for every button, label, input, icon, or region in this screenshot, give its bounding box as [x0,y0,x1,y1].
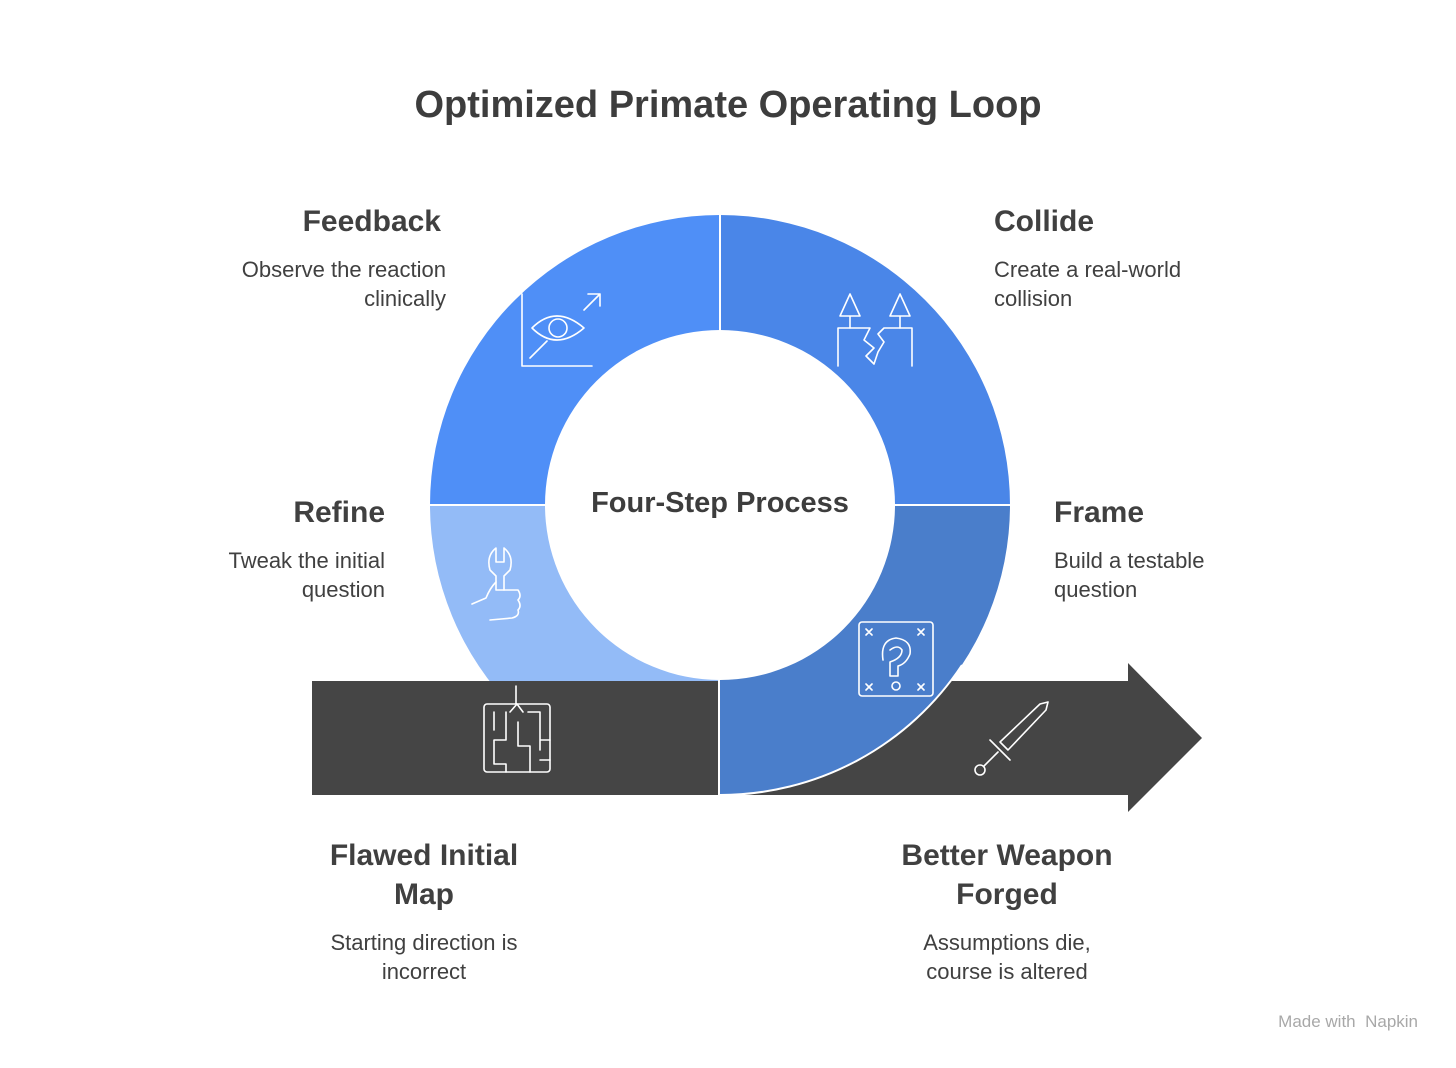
segment-frame [720,505,1010,795]
step-collide: Collide Create a real-world collision [994,205,1181,313]
watermark: Made with Napkin [1278,1012,1418,1031]
arrow-end-label: Better Weapon Forged Assumptions die, co… [857,836,1157,986]
question-box-icon [858,621,934,697]
description-line: clinically [364,286,446,311]
hand-wrench-icon [471,547,521,621]
step-description: Create a real-world collision [994,255,1181,313]
step-refine: Refine Tweak the initial question [228,496,385,604]
step-title: Refine [293,496,385,529]
center-label: Four-Step Process [591,487,849,519]
description-line: Build a testable [1054,548,1205,573]
step-description: Tweak the initial question [228,546,385,604]
cracked-collision-icon [837,293,913,367]
maze-icon [483,685,551,773]
segment-feedback [430,215,720,505]
step-feedback: Feedback Observe the reaction clinically [242,205,446,313]
eye-arrow-icon [521,293,601,367]
step-title: Collide [994,205,1095,238]
title-line: Forged [956,878,1058,911]
title-line: Map [394,878,454,911]
description-line: Create a real-world [994,257,1182,282]
diagram-title: Optimized Primate Operating Loop [414,84,1042,126]
description-line: collision [994,286,1073,311]
step-frame: Frame Build a testable question [1054,496,1204,604]
description-line: Assumptions die, [923,930,1091,955]
segment-collide [720,215,1010,505]
description-line: incorrect [381,959,467,984]
step-description: Observe the reaction clinically [242,255,446,313]
description-line: course is altered [926,959,1088,984]
step-title: Frame [1054,496,1145,529]
arrow-start-label: Flawed Initial Map Starting direction is… [274,836,574,986]
description-line: Tweak the initial [228,548,385,573]
step-description: Build a testable question [1054,546,1204,604]
title-line: Flawed Initial [329,839,519,872]
description-line: question [301,577,385,602]
description-line: Observe the reaction [241,257,446,282]
step-title: Feedback [302,205,441,238]
description-line: Starting direction is [330,930,518,955]
description-line: question [1054,577,1138,602]
title-line: Better Weapon [901,839,1113,872]
sword-icon [974,701,1049,776]
